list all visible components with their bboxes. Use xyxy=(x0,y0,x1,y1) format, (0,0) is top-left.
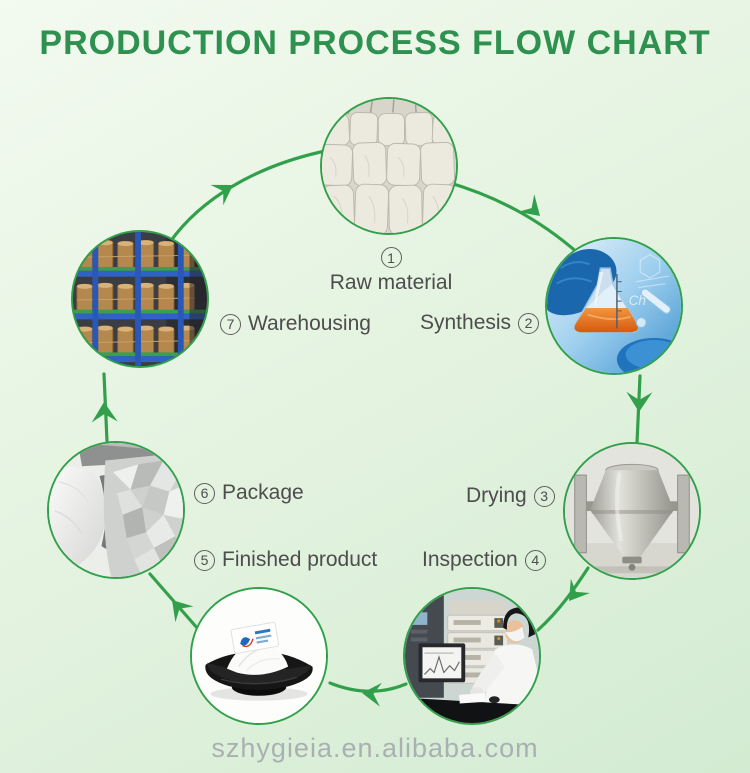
step-number-badge-3: 3 xyxy=(533,485,555,507)
svg-text:Ch: Ch xyxy=(629,293,646,308)
step-label-text-warehousing: Warehousing xyxy=(248,312,371,335)
arrow-synthesis-to-drying xyxy=(635,374,642,445)
step-label-text-finished-product: Finished product xyxy=(222,548,378,571)
arrow-package-to-warehousing xyxy=(102,372,109,443)
arrow-warehousing-to-raw-material xyxy=(168,148,332,244)
step-number-badge-5: 5 xyxy=(194,549,215,571)
arrow-drying-to-inspection xyxy=(536,566,590,632)
step-label-drying: Drying 3 xyxy=(466,484,555,508)
arrow-finished-product-to-package xyxy=(148,572,200,631)
step-label-warehousing: 7 Warehousing xyxy=(220,312,371,336)
step-label-inspection: Inspection 4 xyxy=(422,548,546,572)
step-label-finished-product: 5 Finished product xyxy=(194,548,377,572)
step-label-text-inspection: Inspection xyxy=(422,548,518,571)
page-title: PRODUCTION PROCESS FLOW CHART xyxy=(39,24,711,62)
step-number-badge-7: 7 xyxy=(220,313,241,335)
step-label-text-synthesis: Synthesis xyxy=(420,311,512,334)
step-label-raw-material: 1 Raw material xyxy=(301,247,481,295)
step-number-badge-4: 4 xyxy=(524,549,546,571)
step-label-text-package: Package xyxy=(222,481,304,504)
finished-product-photo xyxy=(190,587,328,725)
step-label-text-raw-material: Raw material xyxy=(329,271,453,294)
arrow-inspection-to-finished-product xyxy=(328,681,408,693)
arrow-raw-material-to-synthesis xyxy=(445,180,581,256)
package-photo xyxy=(47,441,185,579)
step-number-badge-2: 2 xyxy=(518,312,540,334)
drying-photo xyxy=(563,442,701,580)
warehousing-photo xyxy=(71,230,209,368)
step-label-package: 6 Package xyxy=(194,481,304,505)
step-label-synthesis: Synthesis 2 xyxy=(420,311,540,335)
step-label-text-drying: Drying xyxy=(466,484,527,507)
inspection-photo xyxy=(403,587,541,725)
step-number-badge-1: 1 xyxy=(380,247,402,268)
step-number-badge-6: 6 xyxy=(194,482,215,504)
synthesis-photo: Ch xyxy=(545,237,683,375)
watermark-url: szhygieia.en.alibaba.com xyxy=(211,733,539,763)
raw-material-photo xyxy=(320,97,458,235)
